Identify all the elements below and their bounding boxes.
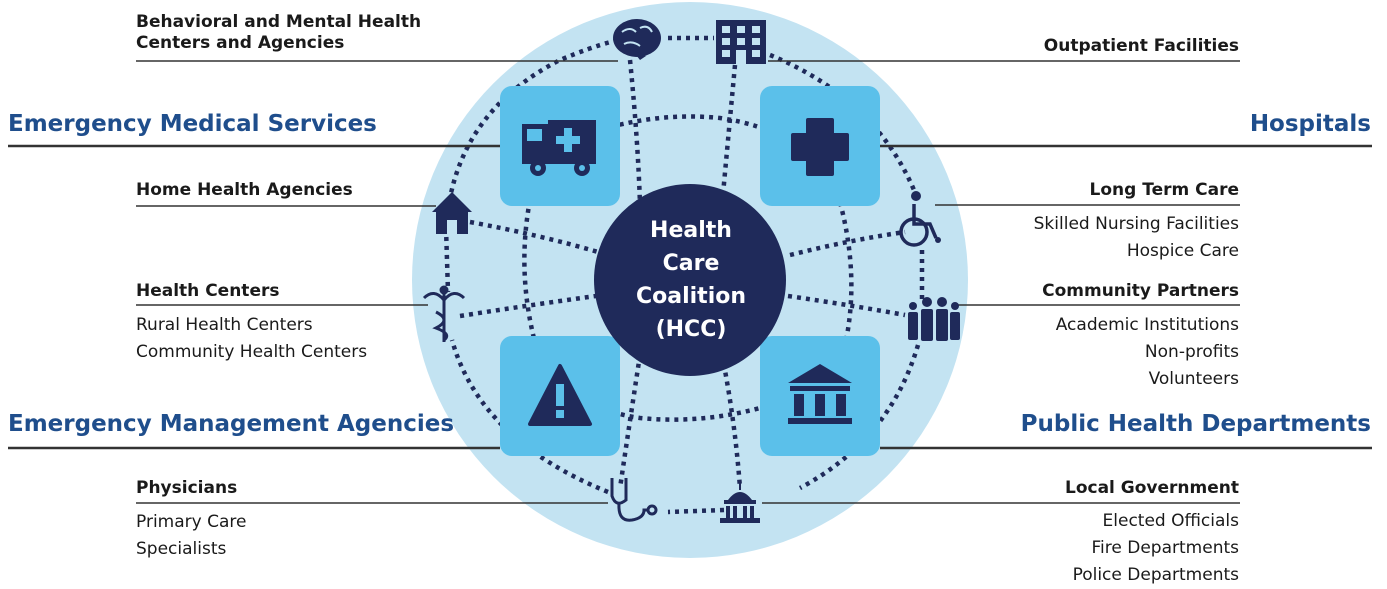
- hospitals-label: Hospitals: [1249, 111, 1371, 137]
- brain-icon: [613, 19, 661, 60]
- long-term-care-item: Skilled Nursing Facilities: [1033, 214, 1239, 234]
- hcc-circle: [594, 184, 786, 376]
- caduceus-icon: [422, 285, 466, 342]
- physicians-items: Primary Care Specialists: [136, 509, 246, 563]
- physicians-item: Primary Care: [136, 512, 247, 532]
- community-partners-item: Academic Institutions: [1055, 315, 1239, 335]
- leader-lines: [136, 60, 1240, 504]
- local-government-item: Police Departments: [1072, 565, 1239, 585]
- tile-hospital: [760, 86, 880, 206]
- wheelchair-icon: [899, 191, 941, 247]
- tile-ems: [500, 86, 620, 206]
- community-partners-label: Community Partners: [1042, 281, 1239, 301]
- cross-icon: [791, 118, 849, 176]
- capitol-icon: [720, 482, 760, 523]
- stethoscope-icon: [610, 478, 658, 522]
- building-icon: [716, 20, 766, 64]
- major-leader-lines: [8, 144, 1372, 450]
- people-icon: [908, 297, 960, 341]
- health-centers-item: Community Health Centers: [136, 342, 368, 362]
- local-government-items: Elected Officials Fire Departments Polic…: [1073, 508, 1239, 589]
- tile-ema: [500, 336, 620, 456]
- community-partners-items: Academic Institutions Non-profits Volunt…: [1056, 312, 1239, 393]
- health-centers-item: Rural Health Centers: [136, 315, 313, 335]
- warning-icon: [528, 364, 592, 426]
- physicians-label: Physicians: [136, 478, 238, 498]
- local-government-label: Local Government: [1064, 478, 1239, 498]
- home-health-label: Home Health Agencies: [136, 180, 353, 200]
- tile-public-health: [760, 336, 880, 456]
- community-partners-item: Volunteers: [1148, 369, 1239, 389]
- long-term-care-items: Skilled Nursing Facilities Hospice Care: [1034, 211, 1239, 265]
- public-health-label: Public Health Departments: [1020, 411, 1371, 437]
- house-icon: [432, 192, 472, 234]
- long-term-care-label: Long Term Care: [1089, 180, 1239, 200]
- ems-label: Emergency Medical Services: [8, 111, 377, 137]
- ambulance-icon: [522, 120, 596, 176]
- local-government-item: Fire Departments: [1091, 538, 1239, 558]
- community-partners-item: Non-profits: [1144, 342, 1239, 362]
- physicians-item: Specialists: [136, 539, 227, 559]
- health-centers-label: Health Centers: [136, 281, 280, 301]
- long-term-care-item: Hospice Care: [1126, 241, 1239, 261]
- local-government-item: Elected Officials: [1102, 511, 1239, 531]
- government-building-icon: [788, 364, 852, 424]
- ema-label: Emergency Management Agencies: [8, 411, 455, 437]
- hcc-label: Health Care Coalition (HCC): [635, 218, 747, 342]
- health-centers-items: Rural Health Centers Community Health Ce…: [136, 312, 367, 366]
- behavioral-health-label: Behavioral and Mental Health Centers and…: [136, 12, 422, 53]
- outpatient-label: Outpatient Facilities: [1043, 36, 1239, 56]
